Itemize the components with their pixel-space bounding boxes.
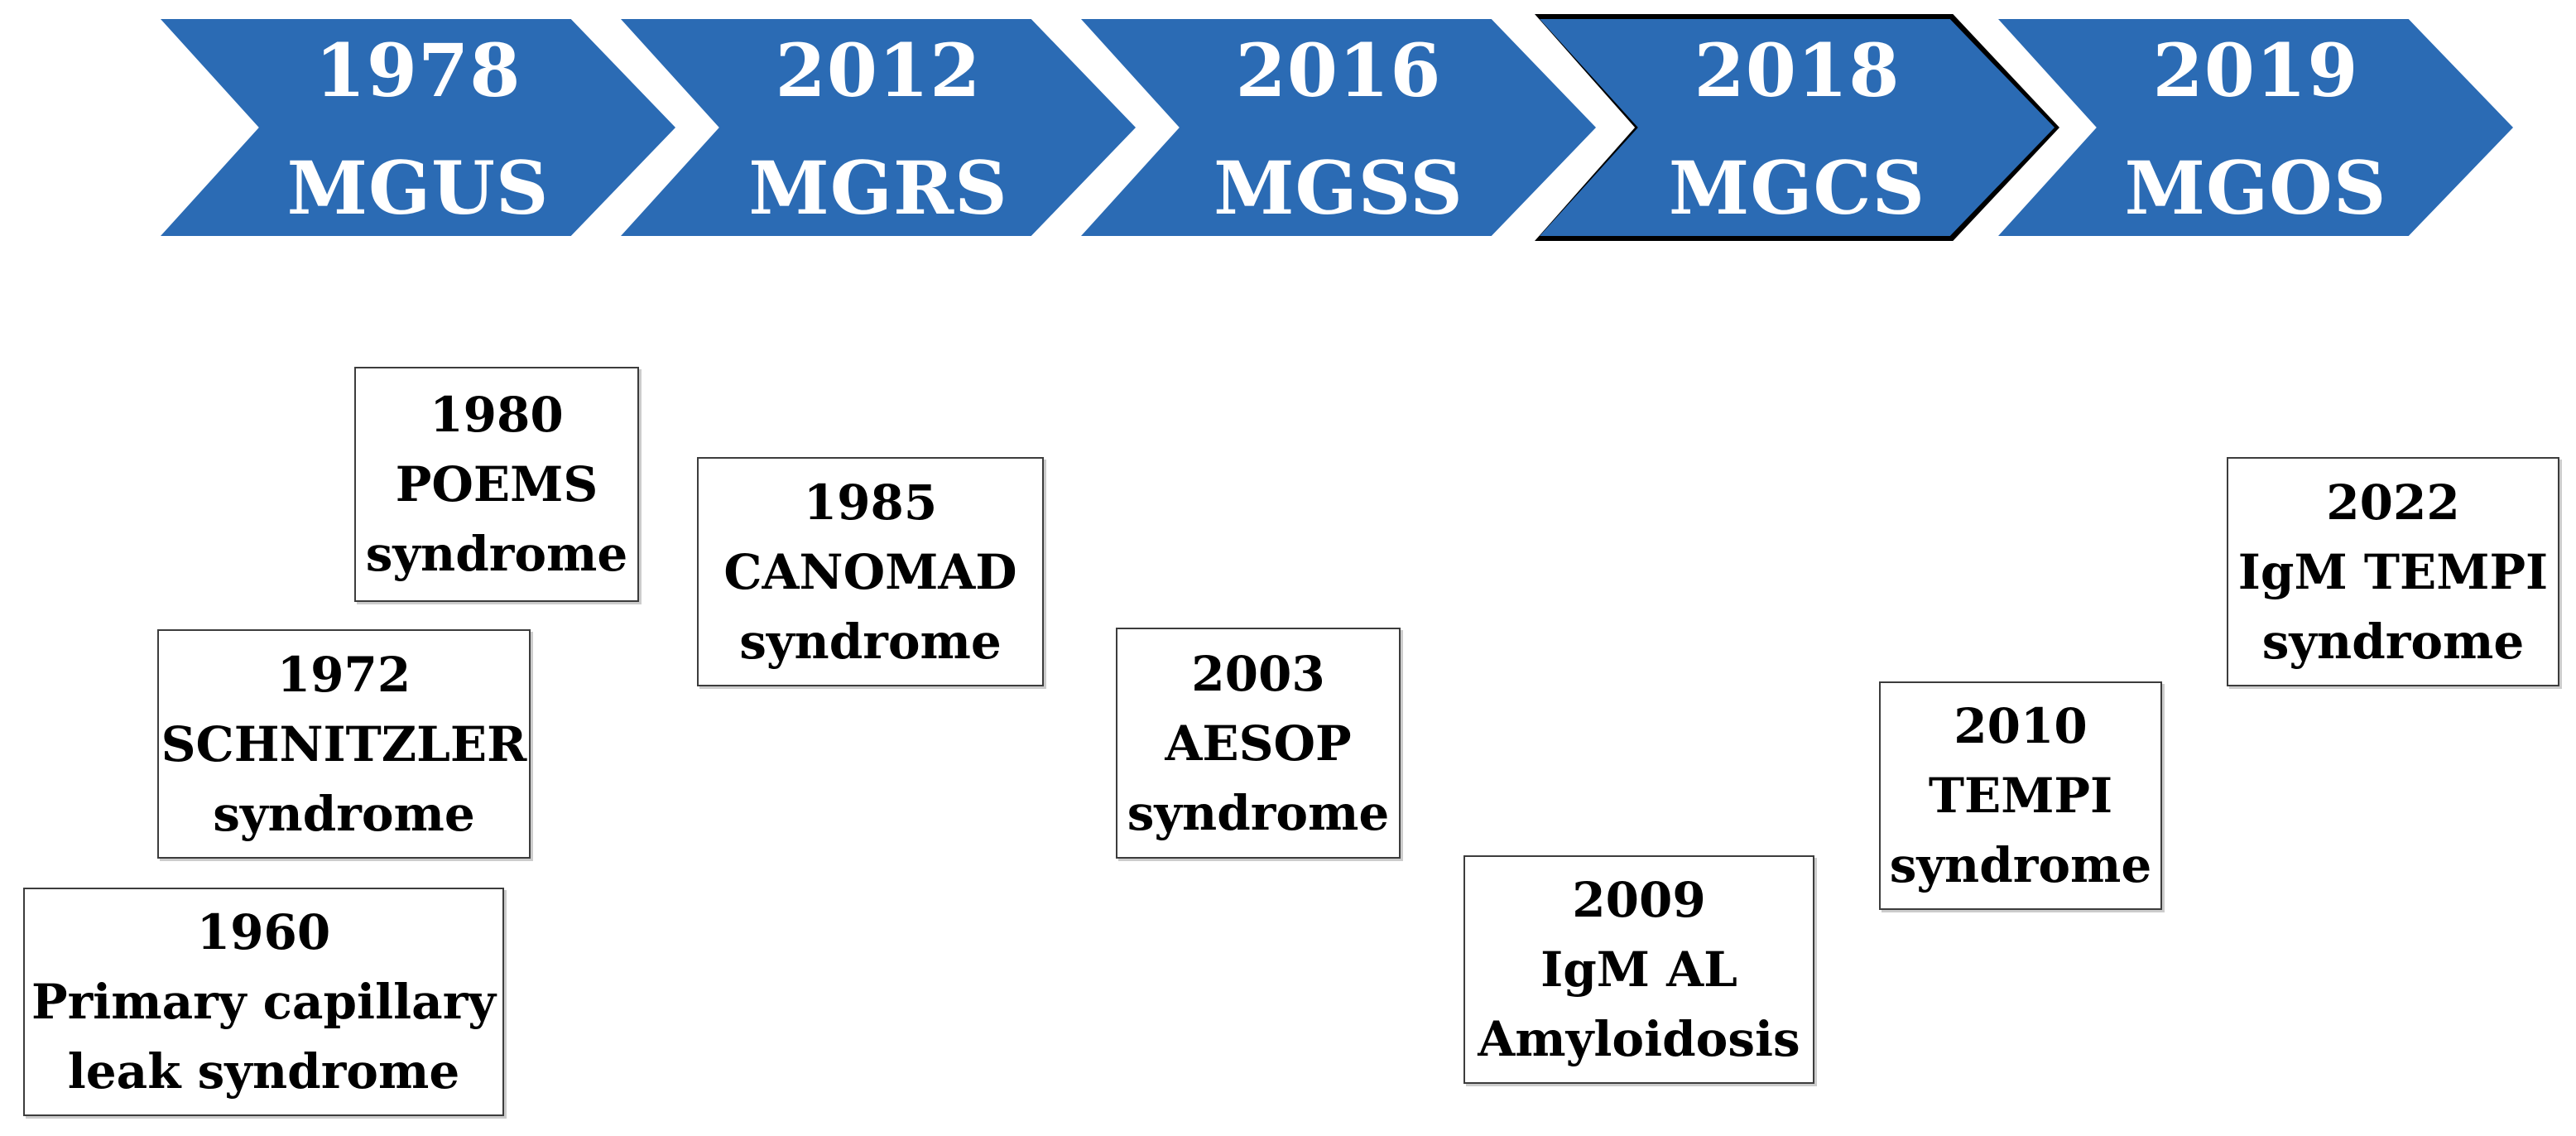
event-line: leak syndrome [67, 1043, 460, 1100]
event-box-2003-aesop-syndrome: 2003 AESOP syndrome [1116, 628, 1401, 859]
chevron-label: MGOS [2124, 145, 2387, 231]
event-line: 2003 [1191, 645, 1325, 702]
event-box-1985-canomad-syndrome: 1985 CANOMAD syndrome [697, 457, 1044, 686]
chevron-label: MGSS [1214, 145, 1463, 231]
event-line: SCHNITZLER [161, 715, 527, 773]
chevron-arrow-shape: 1978 MGUS [161, 19, 675, 236]
event-line: syndrome [1889, 837, 2152, 893]
event-line: AESOP [1165, 715, 1352, 772]
event-line: syndrome [739, 613, 1002, 670]
event-line: 1985 [803, 474, 938, 531]
chevron-2018-mgcs-highlighted: 2018 MGCS [1535, 14, 2059, 241]
chevron-2019-mgos: 2019 MGOS [1998, 19, 2513, 236]
event-line: 2022 [2326, 474, 2460, 531]
event-box-2009-igm-al-amyloidosis: 2009 IgM AL Amyloidosis [1463, 855, 1814, 1084]
event-box-1972-schnitzler-syndrome: 1972 SCHNITZLER syndrome [157, 629, 531, 859]
event-line: CANOMAD [723, 543, 1017, 600]
chevron-year: 2012 [775, 27, 982, 113]
chevron-arrow-shape: 2016 MGSS [1081, 19, 1596, 236]
chevron-2016-mgss: 2016 MGSS [1081, 19, 1596, 236]
event-line: 1972 [276, 646, 411, 703]
event-line: IgM TEMPI [2237, 543, 2549, 600]
event-box-2010-tempi-syndrome: 2010 TEMPI syndrome [1879, 681, 2162, 910]
event-line: TEMPI [1928, 768, 2113, 824]
event-line: 1980 [430, 387, 564, 443]
chevron-year: 2018 [1694, 27, 1901, 113]
chevron-1978-mgus: 1978 MGUS [161, 19, 675, 236]
event-line: IgM AL [1540, 941, 1737, 998]
event-line: POEMS [395, 456, 598, 513]
chevron-arrow-shape: 2018 MGCS [1540, 19, 2055, 236]
event-box-1980-poems-syndrome: 1980 POEMS syndrome [354, 367, 639, 602]
chevron-2012-mgrs: 2012 MGRS [621, 19, 1136, 236]
event-line: syndrome [365, 526, 628, 582]
event-box-1960-primary-capillary-leak-syndrome: 1960 Primary capillary leak syndrome [23, 888, 504, 1116]
chevron-label: MGCS [1668, 145, 1926, 231]
event-line: syndrome [2261, 613, 2525, 670]
event-line: syndrome [213, 785, 475, 842]
event-line: 2010 [1954, 698, 2088, 754]
chevron-arrow-shape: 2019 MGOS [1998, 19, 2513, 236]
event-line: Amyloidosis [1478, 1011, 1800, 1067]
event-line: Primary capillary [31, 974, 496, 1030]
event-line: 1960 [196, 904, 331, 960]
chevron-year: 2019 [2152, 27, 2359, 113]
event-box-2022-igm-tempi-syndrome: 2022 IgM TEMPI syndrome [2227, 457, 2559, 686]
event-line: syndrome [1127, 784, 1390, 841]
chevron-label: MGUS [286, 145, 550, 231]
event-line: 2009 [1572, 872, 1706, 928]
chevron-arrow-shape: 2012 MGRS [621, 19, 1136, 236]
chevron-year: 1978 [315, 27, 521, 113]
chevron-year: 2016 [1235, 27, 1442, 113]
chevron-label: MGRS [748, 145, 1008, 231]
